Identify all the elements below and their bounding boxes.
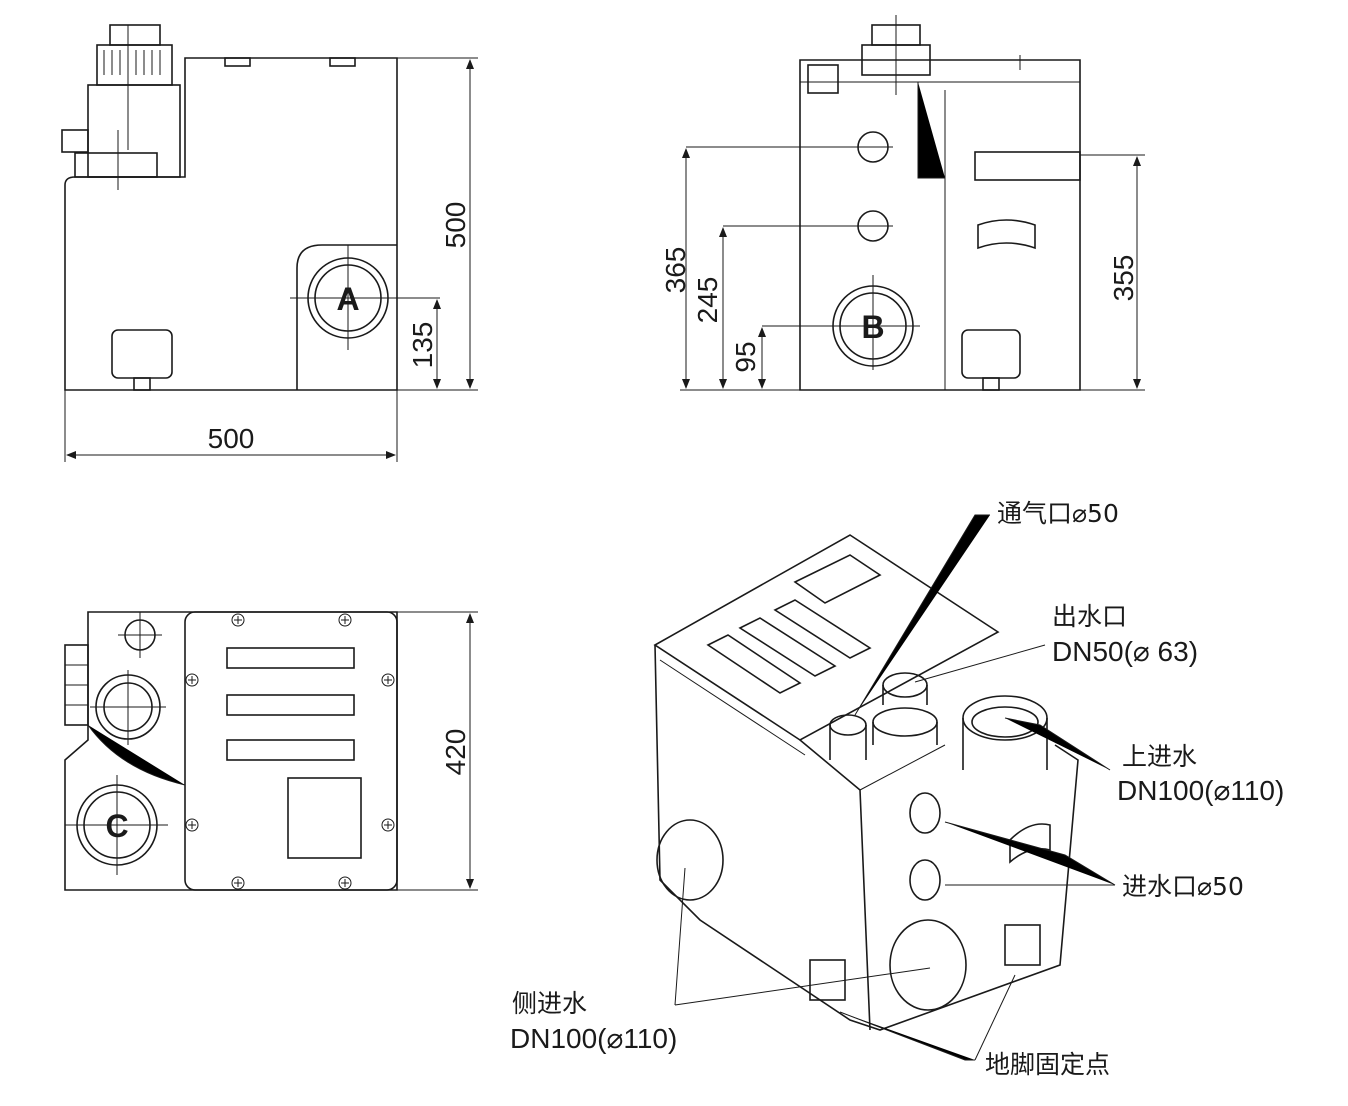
front-view: B 365 245 95 355 [660,15,1145,391]
top-view: C 420 [64,611,478,891]
inlet-height-dim: 135 [407,322,438,369]
side-inlet-size: DN100(⌀110) [510,1023,677,1054]
vent-label: 通气口⌀50 [997,499,1119,528]
port-a-label: A [336,281,359,317]
port-b-label: B [861,309,884,345]
dim-355: 355 [1108,255,1139,302]
inlet-label: 进水口⌀50 [1122,872,1244,901]
top-inlet-title: 上进水 [1122,742,1197,771]
height-dim: 500 [440,202,471,249]
dim-95: 95 [730,341,761,372]
depth-dim: 420 [440,729,471,776]
side-inlet-title: 侧进水 [512,989,587,1018]
dim-245: 245 [692,277,723,324]
isometric-view: 通气口⌀50 出水口 DN50(⌀ 63) 上进水 DN100(⌀110) 进水… [510,499,1284,1079]
foot-label: 地脚固定点 [985,1050,1110,1079]
dim-365: 365 [660,247,691,294]
side-view: A 500 135 500 [61,24,478,462]
outlet-title: 出水口 [1052,602,1127,631]
port-c-label: C [105,808,128,844]
top-inlet-size: DN100(⌀110) [1117,775,1284,806]
width-dim: 500 [208,423,255,454]
screw-icons [185,613,395,890]
outlet-size: DN50(⌀ 63) [1052,636,1198,667]
